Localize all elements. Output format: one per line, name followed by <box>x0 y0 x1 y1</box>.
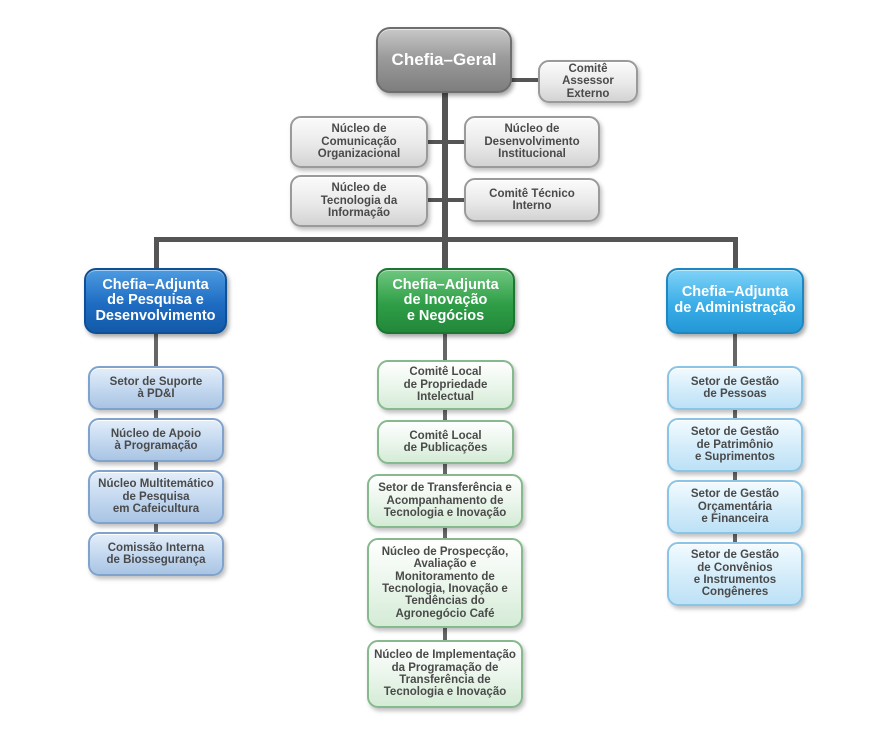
nucleo-comunicacao-box[interactable]: Núcleo de Comunicação Organizacional <box>290 116 428 168</box>
setor-gestao-patrimonio-box[interactable]: Setor de Gestão de Patrimônio e Suprimen… <box>667 418 803 472</box>
nucleo-multitematico-box[interactable]: Núcleo Multitemático de Pesquisa em Cafe… <box>88 470 224 524</box>
nucleo-prospeccao-box[interactable]: Núcleo de Prospecção, Avaliação e Monito… <box>367 538 523 628</box>
chefia-adjunta-administracao-box[interactable]: Chefia–Adjunta de Administração <box>666 268 804 334</box>
connector-assessor <box>510 78 542 82</box>
chefia-adjunta-pesquisa-box[interactable]: Chefia–Adjunta de Pesquisa e Desenvolvim… <box>84 268 227 334</box>
chefia-adjunta-inovacao-box[interactable]: Chefia–Adjunta de Inovação e Negócios <box>376 268 515 334</box>
setor-gestao-pessoas-box[interactable]: Setor de Gestão de Pessoas <box>667 366 803 410</box>
setor-suporte-pdi-box[interactable]: Setor de Suporte à PD&I <box>88 366 224 410</box>
connector-comunicacao <box>426 140 444 144</box>
nucleo-implementacao-box[interactable]: Núcleo de Implementação da Programação d… <box>367 640 523 708</box>
setor-gestao-convenios-box[interactable]: Setor de Gestão de Convênios e Instrumen… <box>667 542 803 606</box>
chefia-geral-box[interactable]: Chefia–Geral <box>376 27 512 93</box>
connector-left-drop <box>154 237 159 271</box>
setor-transferencia-box[interactable]: Setor de Transferência e Acompanhamento … <box>367 474 523 528</box>
nucleo-desenvolvimento-box[interactable]: Núcleo de Desenvolvimento Institucional <box>464 116 600 168</box>
nucleo-tecnologia-box[interactable]: Núcleo de Tecnologia da Informação <box>290 175 428 227</box>
comite-propriedade-intelectual-box[interactable]: Comitê Local de Propriedade Intelectual <box>377 360 514 410</box>
connector-desenvolvimento <box>446 140 466 144</box>
comissao-biosseguranca-box[interactable]: Comissão Interna de Biossegurança <box>88 532 224 576</box>
connector-trunk <box>442 90 448 274</box>
connector-horizontal <box>154 237 738 242</box>
connector-comite-tecnico <box>446 198 466 202</box>
comite-tecnico-box[interactable]: Comitê Técnico Interno <box>464 178 600 222</box>
connector-tecnologia <box>426 198 444 202</box>
comite-assessor-box[interactable]: Comitê Assessor Externo <box>538 60 638 103</box>
setor-gestao-orcamentaria-box[interactable]: Setor de Gestão Orçamentária e Financeir… <box>667 480 803 534</box>
nucleo-apoio-programacao-box[interactable]: Núcleo de Apoio à Programação <box>88 418 224 462</box>
comite-publicacoes-box[interactable]: Comitê Local de Publicações <box>377 420 514 464</box>
connector-right-drop <box>733 237 738 271</box>
